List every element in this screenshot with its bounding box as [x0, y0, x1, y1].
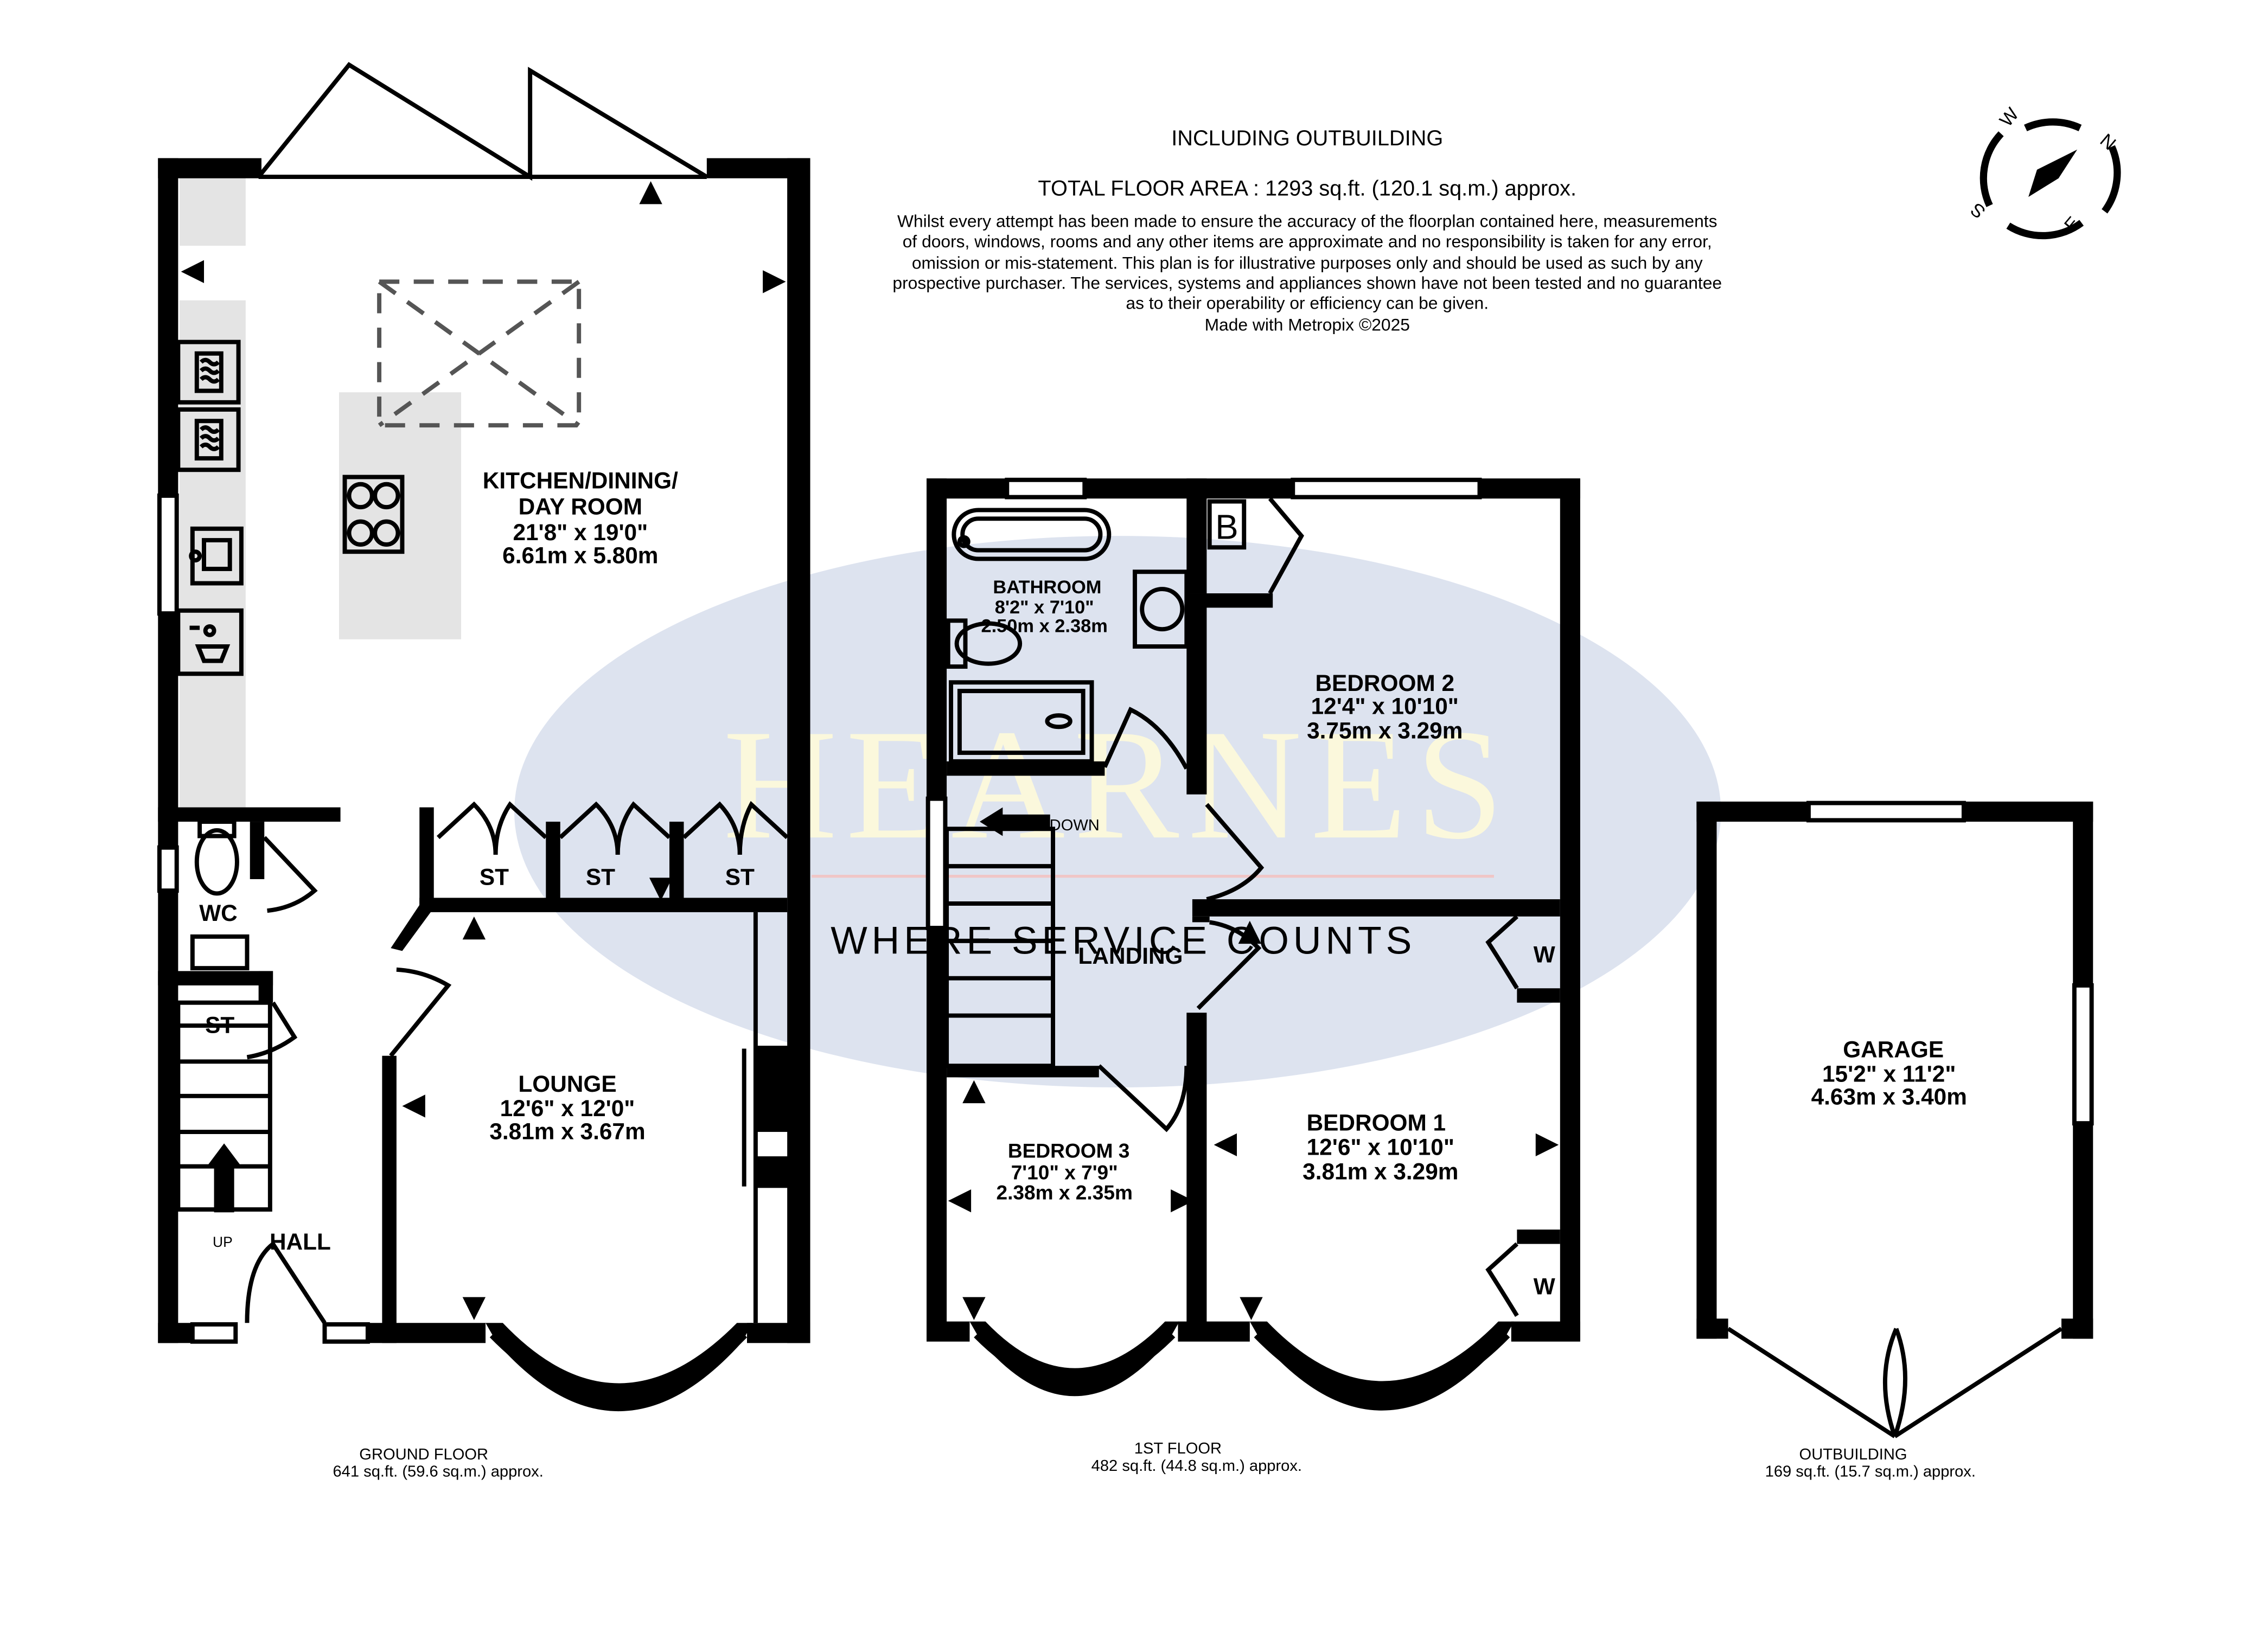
bedroom1-bay-window [1249, 1321, 1515, 1411]
garage-name: GARAGE [1843, 1036, 1944, 1062]
hob-icon [342, 475, 405, 554]
bifold-door [257, 62, 708, 181]
outbuilding-area: 169 sq.ft. (15.7 sq.m.) approx. [1765, 1463, 1976, 1481]
w-label-1: W [1534, 942, 1555, 968]
boiler-label: B [1215, 508, 1238, 546]
bathtub [952, 508, 1112, 561]
sink-icon [189, 526, 244, 586]
kitchen-name-1: KITCHEN/DINING/ [483, 468, 678, 494]
watermark-brand: HEARNES [723, 697, 1512, 872]
bathroom-toilet [946, 618, 1023, 669]
compass-icon: N E S W [1967, 104, 2121, 240]
header: INCLUDING OUTBUILDING TOTAL FLOOR AREA :… [892, 126, 1722, 335]
w-label-2: W [1534, 1273, 1555, 1299]
ground-floor-plan: KITCHEN/DINING/ DAY ROOM 21'8" x 19'0" 6… [157, 62, 810, 1481]
header-including: INCLUDING OUTBUILDING [1171, 126, 1443, 150]
oven-icon [176, 340, 241, 405]
dishwasher-icon [176, 608, 244, 676]
compass-w: W [1996, 104, 2023, 131]
st-label-2: ST [586, 865, 615, 890]
garage-doors [1727, 1327, 2063, 1438]
wc-label: WC [199, 900, 238, 926]
bedroom2-name: BEDROOM 2 [1315, 670, 1454, 696]
outbuilding-name: OUTBUILDING [1799, 1446, 1907, 1463]
outbuilding-plan: GARAGE 15'2" x 11'2" 4.63m x 3.40m OUTBU… [1696, 801, 2094, 1481]
first-floor-name: 1ST FLOOR [1134, 1440, 1222, 1457]
lounge-name: LOUNGE [518, 1071, 616, 1097]
bedroom3-name: BEDROOM 3 [1008, 1139, 1129, 1162]
ground-floor-area: 641 sq.ft. (59.6 sq.m.) approx. [333, 1463, 543, 1481]
bedroom1-imperial: 12'6" x 10'10" [1307, 1134, 1454, 1160]
kitchen-imperial: 21'8" x 19'0" [513, 520, 648, 545]
bathroom-name: BATHROOM [993, 577, 1101, 598]
bathroom-imperial: 8'2" x 7'10" [995, 597, 1094, 618]
disclaimer-line-5: as to their operability or efficiency ca… [1126, 293, 1489, 313]
oven-icon-2 [176, 407, 241, 472]
landing-label: LANDING [1078, 943, 1183, 969]
bedroom3-bay-window [969, 1321, 1180, 1397]
hall-st-label: ST [205, 1012, 234, 1038]
hall-label: HALL [270, 1229, 331, 1254]
kitchen-metric: 6.61m x 5.80m [502, 542, 658, 568]
watermark-ellipse [514, 536, 1721, 1087]
first-floor-plan: B BATHROOM 8'2" x 7'10" 2.50m x 2.38m BE… [925, 477, 1580, 1475]
bedroom1-name: BEDROOM 1 [1307, 1110, 1446, 1135]
garage-metric: 4.63m x 3.40m [1811, 1084, 1967, 1110]
first-floor-area: 482 sq.ft. (44.8 sq.m.) approx. [1091, 1457, 1302, 1475]
bedroom1-metric: 3.81m x 3.29m [1303, 1158, 1458, 1184]
stairs-ground [176, 1000, 272, 1213]
header-total-area: TOTAL FLOOR AREA : 1293 sq.ft. (120.1 sq… [1038, 176, 1576, 200]
wc-toilet [194, 828, 239, 896]
bedroom3-metric: 2.38m x 2.35m [997, 1181, 1133, 1204]
lounge-imperial: 12'6" x 12'0" [500, 1096, 635, 1121]
bedroom2-metric: 3.75m x 3.29m [1307, 718, 1463, 743]
stairs-up-label: UP [213, 1234, 233, 1250]
bedroom3-imperial: 7'10" x 7'9" [1011, 1161, 1118, 1183]
bathroom-basin [1133, 569, 1189, 649]
disclaimer-line-4: prospective purchaser. The services, sys… [892, 273, 1722, 293]
disclaimer-line-1: Whilst every attempt has been made to en… [897, 212, 1717, 231]
lounge-bay-window [486, 1323, 753, 1412]
wc-basin [190, 934, 250, 971]
disclaimer-line-2: of doors, windows, rooms and any other i… [903, 232, 1712, 251]
shower-tray [949, 680, 1094, 764]
disclaimer-line-6: Made with Metropix ©2025 [1205, 315, 1410, 334]
kitchen-name-2: DAY ROOM [519, 494, 642, 519]
stairs-down-label: DOWN [1050, 817, 1100, 834]
garage-imperial: 15'2" x 11'2" [1822, 1061, 1956, 1086]
bedroom2-imperial: 12'4" x 10'10" [1311, 693, 1459, 719]
st-label-1: ST [480, 865, 509, 890]
ground-floor-name: GROUND FLOOR [359, 1446, 488, 1463]
disclaimer-line-3: omission or mis-statement. This plan is … [912, 253, 1703, 273]
watermark: HEARNES WHERE SERVICE COUNTS [514, 536, 1721, 1087]
stairs-first [944, 807, 1056, 1068]
bathroom-metric: 2.50m x 2.38m [981, 616, 1107, 637]
compass-needle [2028, 149, 2078, 197]
st-label-3: ST [725, 865, 755, 890]
lounge-metric: 3.81m x 3.67m [489, 1118, 645, 1144]
